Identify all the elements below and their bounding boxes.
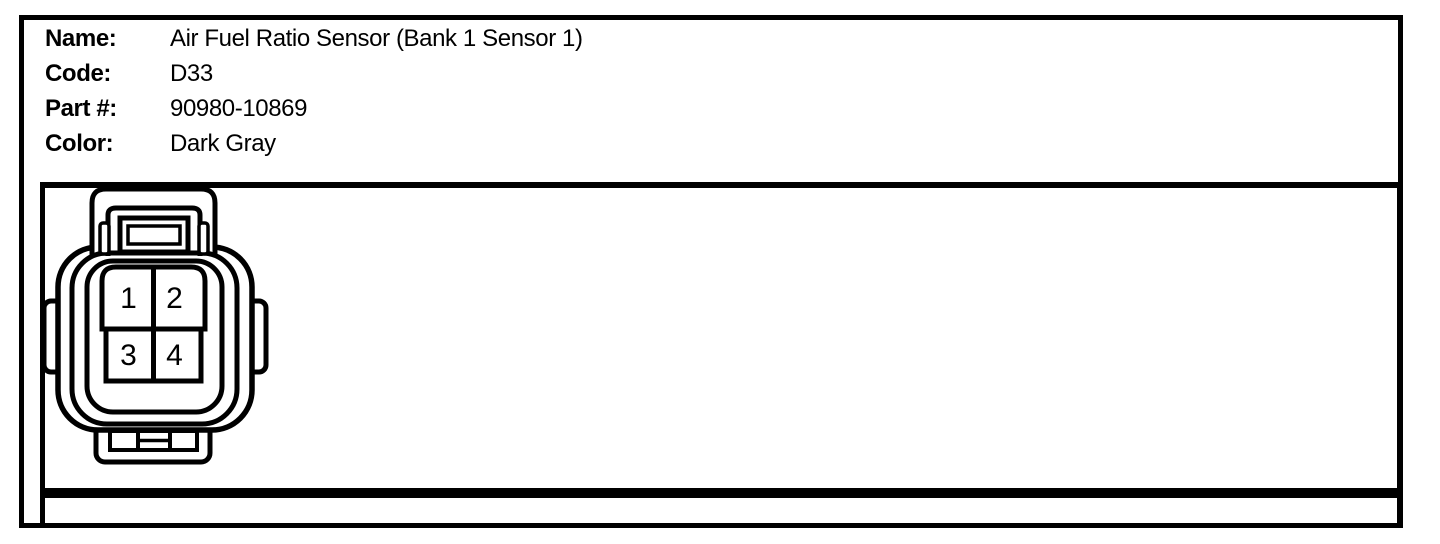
field-row-color: Color: Dark Gray (0, 131, 700, 157)
field-value-color: Dark Gray (170, 130, 276, 157)
field-label-color: Color: (45, 130, 114, 157)
field-label-part-number: Part #: (45, 95, 117, 122)
field-value-part-number: 90980-10869 (170, 95, 308, 122)
connector-diagram: 1 2 3 4 (41, 186, 269, 465)
top-latch-outer (105, 205, 203, 256)
field-row-name: Name: Air Fuel Ratio Sensor (Bank 1 Sens… (0, 26, 700, 52)
field-label-name: Name: (45, 25, 117, 52)
field-value-name: Air Fuel Ratio Sensor (Bank 1 Sensor 1) (170, 25, 583, 52)
top-latch-left-tab (98, 221, 111, 256)
field-value-code: D33 (170, 60, 213, 87)
field-row-code: Code: D33 (0, 61, 700, 87)
top-latch-innermost (126, 224, 182, 246)
field-row-part-number: Part #: 90980-10869 (0, 96, 700, 122)
pin-label-1: 1 (120, 282, 137, 315)
pin-label-3: 3 (120, 339, 137, 372)
footer-strip (40, 493, 1402, 528)
top-latch-inner (117, 215, 191, 255)
pin-label-2: 2 (166, 282, 183, 315)
pin-label-4: 4 (166, 339, 183, 372)
top-latch-right-tab (197, 221, 210, 256)
field-label-code: Code: (45, 60, 111, 87)
